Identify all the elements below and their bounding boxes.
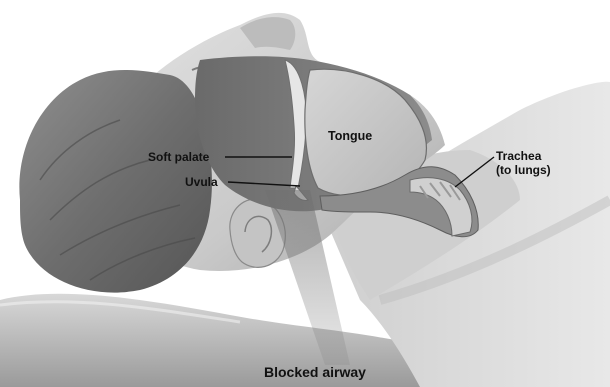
blocked-airway-label: Blocked airway xyxy=(264,364,366,380)
trachea-sub-label: (to lungs) xyxy=(496,164,551,177)
trachea-label: Trachea xyxy=(496,150,541,163)
uvula-label: Uvula xyxy=(185,176,218,189)
tongue-label: Tongue xyxy=(328,130,372,143)
soft-palate-label: Soft palate xyxy=(148,151,209,164)
hair xyxy=(19,70,212,293)
